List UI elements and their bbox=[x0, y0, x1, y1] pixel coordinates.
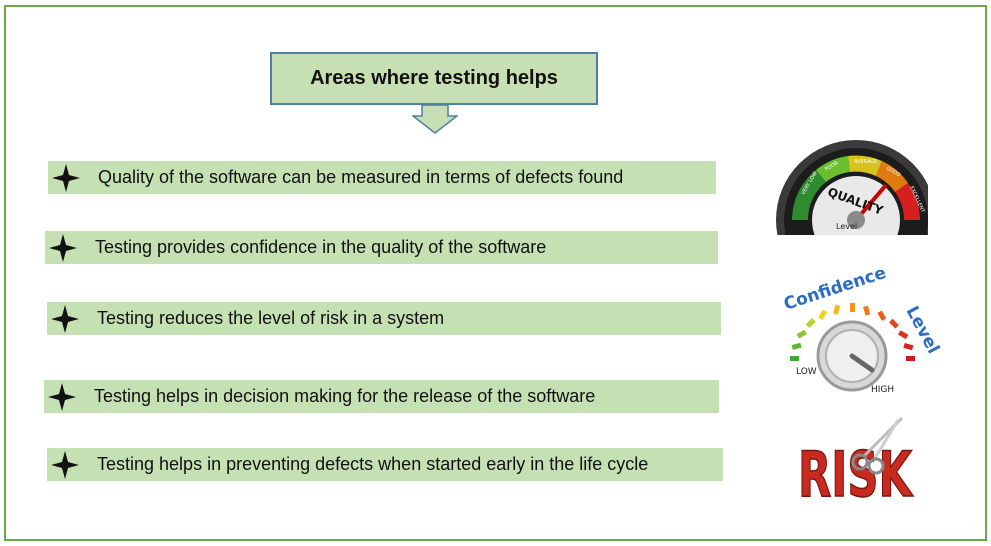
dial-high-label: HIGH bbox=[871, 385, 894, 395]
list-item: Testing reduces the level of risk in a s… bbox=[47, 302, 721, 335]
four-point-star-icon bbox=[47, 302, 83, 335]
gauge-scale-label: AVERAGE bbox=[854, 159, 877, 165]
four-point-star-icon bbox=[44, 380, 80, 413]
diagram-title: Areas where testing helps bbox=[270, 52, 598, 105]
list-item: Testing helps in preventing defects when… bbox=[47, 448, 723, 481]
dial-low-label: LOW bbox=[796, 367, 817, 377]
item-text: Testing helps in decision making for the… bbox=[94, 386, 596, 406]
down-arrow-icon bbox=[412, 104, 458, 134]
confidence-level-image: Confidence Level LOW HIGH bbox=[766, 270, 952, 400]
scissors-icon bbox=[851, 416, 904, 475]
gauge-sub-label: Level bbox=[836, 222, 857, 231]
four-point-star-icon bbox=[45, 231, 81, 264]
item-text: Testing helps in preventing defects when… bbox=[97, 454, 649, 474]
risk-image: RISK bbox=[794, 412, 920, 504]
list-item: Testing helps in decision making for the… bbox=[44, 380, 719, 413]
quality-gauge-image: QUALITY Level VERY LOW POOR AVERAGE GOOD… bbox=[774, 125, 928, 235]
item-text: Testing reduces the level of risk in a s… bbox=[97, 308, 445, 328]
item-text: Testing provides confidence in the quali… bbox=[95, 237, 547, 257]
four-point-star-icon bbox=[47, 448, 83, 481]
dial-ticks bbox=[790, 303, 915, 361]
four-point-star-icon bbox=[48, 161, 84, 194]
item-text: Quality of the software can be measured … bbox=[98, 167, 624, 187]
list-item: Quality of the software can be measured … bbox=[48, 161, 716, 194]
risk-word: RISK bbox=[798, 438, 913, 504]
list-item: Testing provides confidence in the quali… bbox=[45, 231, 718, 264]
